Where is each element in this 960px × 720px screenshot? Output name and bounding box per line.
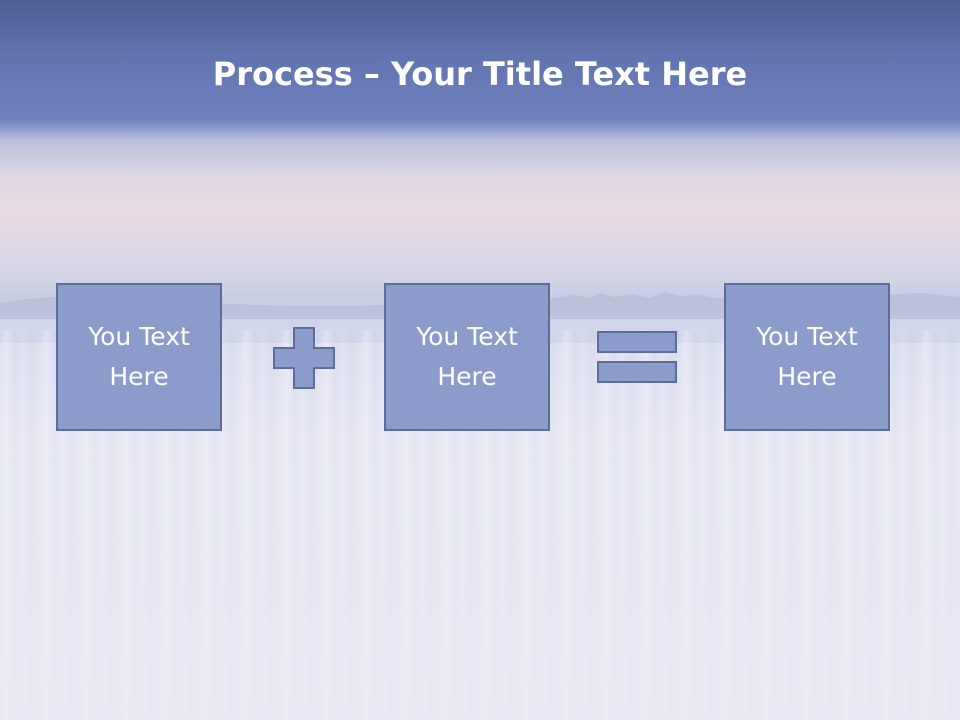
process-box-3-label: You Text Here (756, 322, 858, 391)
title-text: – Your Title Text Here (352, 55, 748, 93)
plus-icon (273, 327, 335, 389)
process-box-1-label: You Text Here (88, 322, 190, 391)
process-box-2-label: You Text Here (416, 322, 518, 391)
slide-title: Process – Your Title Text Here (0, 52, 960, 96)
equals-icon (597, 331, 677, 383)
process-box-2[interactable]: You Text Here (384, 283, 550, 431)
process-box-3[interactable]: You Text Here (724, 283, 890, 431)
process-box-1[interactable]: You Text Here (56, 283, 222, 431)
title-bold: Process (212, 55, 353, 93)
